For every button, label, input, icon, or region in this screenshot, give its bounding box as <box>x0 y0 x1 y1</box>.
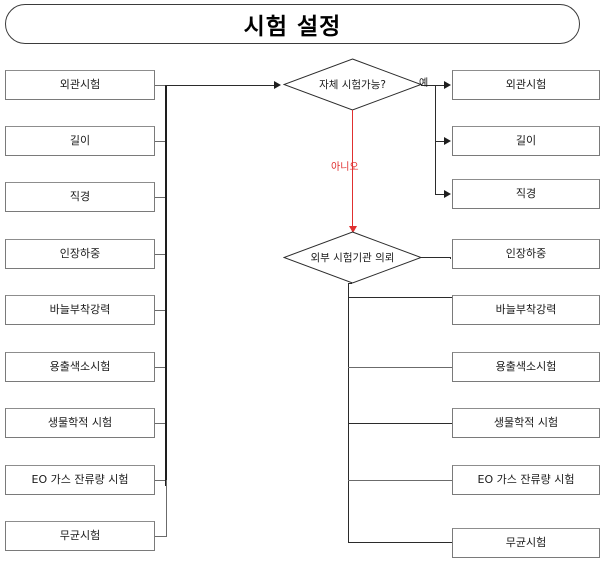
edge-no-line <box>352 110 353 232</box>
right-item-4[interactable]: 바늘부착강력 <box>452 295 600 325</box>
edge-bus-to-right-5 <box>348 367 452 368</box>
edge-extlab-jog <box>450 257 451 259</box>
left-stub-6 <box>155 423 167 424</box>
arrowhead-into-decision <box>274 81 281 89</box>
left-item-1[interactable]: 길이 <box>5 126 155 156</box>
edge-label-no: 아니오 <box>331 162 359 173</box>
diamond-shape-external-lab <box>283 231 422 284</box>
page-title: 시험 설정 <box>243 14 342 40</box>
right-item-5[interactable]: 용출색소시험 <box>452 352 600 382</box>
lower-bus-origin <box>348 283 352 284</box>
right-item-7[interactable]: EO 가스 잔류량 시험 <box>452 465 600 495</box>
right-item-8[interactable]: 무균시험 <box>452 528 600 558</box>
left-stub-7 <box>155 480 167 481</box>
edge-label-yes: 예 <box>419 78 429 89</box>
left-stub-3 <box>155 254 167 255</box>
left-item-5[interactable]: 용출색소시험 <box>5 352 155 382</box>
lower-bus <box>348 283 349 542</box>
decision-external-lab[interactable]: 외부 시험기관 의뢰 <box>283 231 422 284</box>
right-item-1[interactable]: 길이 <box>452 126 600 156</box>
left-stub-0 <box>155 85 167 86</box>
left-item-4[interactable]: 바늘부착강력 <box>5 295 155 325</box>
edge-bus-to-right-4 <box>348 297 452 298</box>
edge-bus-to-right-8 <box>348 542 452 543</box>
arrowhead-right-0 <box>444 81 451 89</box>
right-item-6[interactable]: 생물학적 시험 <box>452 408 600 438</box>
right-stub-1 <box>435 141 445 142</box>
right-item-2[interactable]: 직경 <box>452 179 600 209</box>
left-stub-1 <box>155 141 167 142</box>
edge-yes-segment-b <box>433 85 445 86</box>
left-stub-5 <box>155 367 167 368</box>
right-stub-2 <box>435 194 445 195</box>
left-stub-2 <box>155 197 167 198</box>
left-item-7[interactable]: EO 가스 잔류량 시험 <box>5 465 155 495</box>
title-capsule <box>5 4 580 44</box>
left-item-3[interactable]: 인장하중 <box>5 239 155 269</box>
left-trunk-upper <box>165 85 167 486</box>
edge-left-to-decision <box>165 85 275 86</box>
left-stub-8 <box>155 536 167 537</box>
arrowhead-right-2 <box>444 190 451 198</box>
left-item-0[interactable]: 외관시험 <box>5 70 155 100</box>
left-item-8[interactable]: 무균시험 <box>5 521 155 551</box>
decision-self-test-label: 자체 시험가능? <box>319 79 386 91</box>
left-stub-4 <box>155 310 167 311</box>
left-trunk-lower <box>166 480 167 537</box>
right-item-0[interactable]: 외관시험 <box>452 70 600 100</box>
edge-yes-segment-a <box>421 85 435 86</box>
edge-extlab-to-right-3 <box>421 257 451 258</box>
decision-self-test[interactable]: 자체 시험가능? <box>283 58 422 111</box>
arrowhead-right-1 <box>444 137 451 145</box>
decision-external-lab-label: 외부 시험기관 의뢰 <box>310 252 395 264</box>
edge-bus-to-right-7 <box>348 480 452 481</box>
left-item-6[interactable]: 생물학적 시험 <box>5 408 155 438</box>
right-item-3[interactable]: 인장하중 <box>452 239 600 269</box>
edge-bus-to-right-6 <box>348 423 452 424</box>
left-item-2[interactable]: 직경 <box>5 182 155 212</box>
right-bus-yes <box>435 85 436 195</box>
arrowhead-into-external-lab <box>349 226 357 233</box>
